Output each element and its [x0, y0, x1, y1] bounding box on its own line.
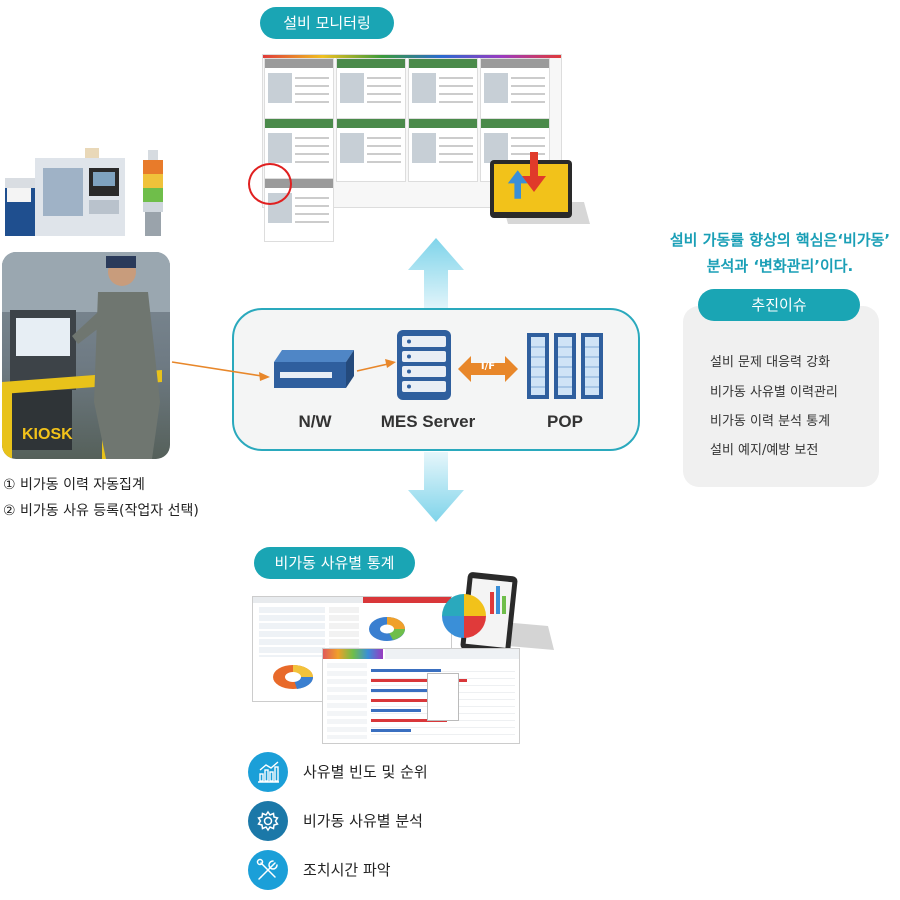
monitoring-cell — [408, 58, 478, 122]
headline-line-1: 설비 가동률 향상의 핵심은‘비가동’ — [669, 231, 891, 249]
issue-item: 비가동 사유별 이력관리 — [710, 385, 838, 400]
feature-label: 조치시간 파악 — [303, 861, 391, 879]
network-device-icon — [274, 350, 354, 388]
monitoring-cell — [336, 118, 406, 182]
server-label: MES Server — [380, 412, 476, 431]
feature-label: 사유별 빈도 및 순위 — [303, 763, 428, 781]
issues-title: 추진이슈 — [698, 289, 860, 321]
up-arrow-icon — [408, 238, 464, 312]
pop-racks-icon — [527, 333, 603, 399]
headline: 설비 가동률 향상의 핵심은‘비가동’ 분석과 ‘변화관리’이다. — [640, 227, 900, 279]
issue-item: 비가동 이력 분석 통계 — [710, 414, 831, 429]
chart-icon — [248, 752, 288, 792]
monitoring-cell — [408, 118, 478, 182]
signal-tower-image — [143, 150, 163, 236]
feature-label: 비가동 사유별 분석 — [303, 812, 423, 830]
kiosk-note-2: ② 비가동 사유 등록(작업자 선택) — [3, 503, 199, 519]
highlight-circle — [248, 163, 292, 205]
issue-item: 설비 예지/예방 보전 — [710, 443, 819, 458]
monitoring-cell — [264, 58, 334, 122]
monitoring-cell — [264, 178, 334, 242]
interface-arrow-icon — [458, 356, 518, 382]
nw-label: N/W — [298, 412, 332, 431]
kiosk-note-1: ① 비가동 이력 자동집계 — [3, 477, 145, 493]
tablet-chart-icon — [442, 572, 554, 654]
stats-title: 비가동 사유별 통계 — [254, 547, 415, 579]
issue-item: 설비 문제 대응력 강화 — [710, 355, 831, 370]
tools-icon — [248, 850, 288, 890]
issues-box — [683, 306, 879, 487]
kiosk-photo — [2, 252, 170, 459]
stats-screen-front — [322, 648, 520, 744]
interface-label: I/F — [480, 361, 496, 372]
cnc-machine-image — [5, 148, 125, 236]
monitor-icon — [490, 152, 590, 224]
kiosk-label: KIOSK — [22, 426, 73, 443]
gear-icon — [248, 801, 288, 841]
down-arrow-icon — [408, 452, 464, 522]
server-icon — [397, 330, 451, 400]
donut-chart-icon — [369, 617, 405, 641]
donut-chart-small-icon — [273, 665, 314, 689]
monitoring-cell — [336, 58, 406, 122]
pop-label: POP — [547, 412, 583, 431]
monitoring-cell — [480, 58, 550, 122]
monitoring-title: 설비 모니터링 — [260, 7, 394, 39]
headline-line-2: 분석과 ‘변화관리’이다. — [706, 257, 854, 275]
